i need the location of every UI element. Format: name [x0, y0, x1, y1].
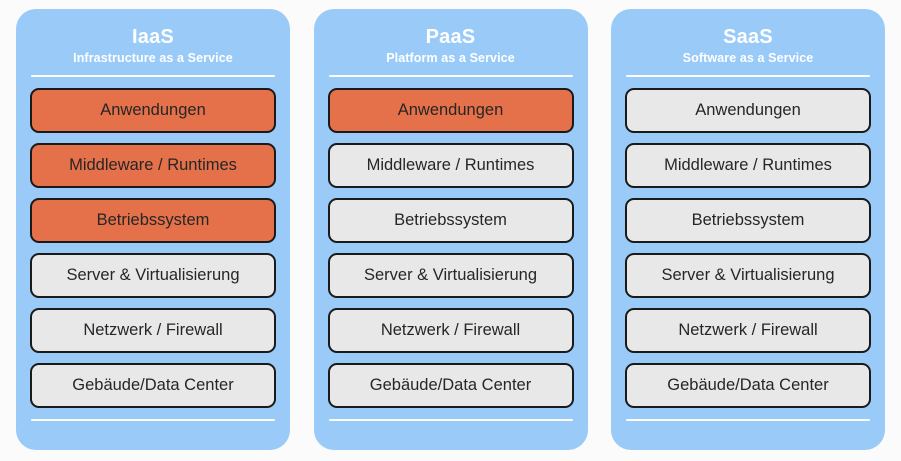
footer-divider	[626, 419, 870, 421]
footer-divider	[328, 419, 573, 421]
header-divider	[31, 75, 275, 77]
card-header: PaaS Platform as a Service	[328, 9, 574, 77]
layer-box: Netzwerk / Firewall	[625, 308, 871, 353]
card-fullname: Platform as a Service	[386, 51, 515, 65]
header-divider	[626, 75, 870, 77]
layer-box: Gebäude/Data Center	[327, 363, 574, 408]
card-fullname: Software as a Service	[682, 51, 814, 65]
layer-box: Betriebssystem	[30, 198, 276, 243]
layer-box: Anwendungen	[625, 88, 871, 133]
layer-box: Gebäude/Data Center	[625, 363, 871, 408]
layer-box: Betriebssystem	[625, 198, 871, 243]
layer-box: Middleware / Runtimes	[327, 143, 574, 188]
layer-box: Middleware / Runtimes	[625, 143, 871, 188]
layer-box: Anwendungen	[30, 88, 276, 133]
layer-box: Betriebssystem	[327, 198, 574, 243]
layer-box: Anwendungen	[327, 88, 574, 133]
card-abbreviation: IaaS	[132, 26, 174, 48]
layer-box: Server & Virtualisierung	[327, 253, 574, 298]
layer-box: Middleware / Runtimes	[30, 143, 276, 188]
layer-box: Server & Virtualisierung	[30, 253, 276, 298]
card-abbreviation: SaaS	[723, 26, 773, 48]
layer-box: Netzwerk / Firewall	[30, 308, 276, 353]
card-header: SaaS Software as a Service	[625, 9, 871, 77]
footer-divider	[31, 419, 275, 421]
card-fullname: Infrastructure as a Service	[73, 51, 233, 65]
card-abbreviation: PaaS	[425, 26, 476, 48]
card-header: IaaS Infrastructure as a Service	[30, 9, 276, 77]
layer-box: Netzwerk / Firewall	[327, 308, 574, 353]
header-divider	[328, 75, 573, 77]
layer-box: Server & Virtualisierung	[625, 253, 871, 298]
layer-box: Gebäude/Data Center	[30, 363, 276, 408]
